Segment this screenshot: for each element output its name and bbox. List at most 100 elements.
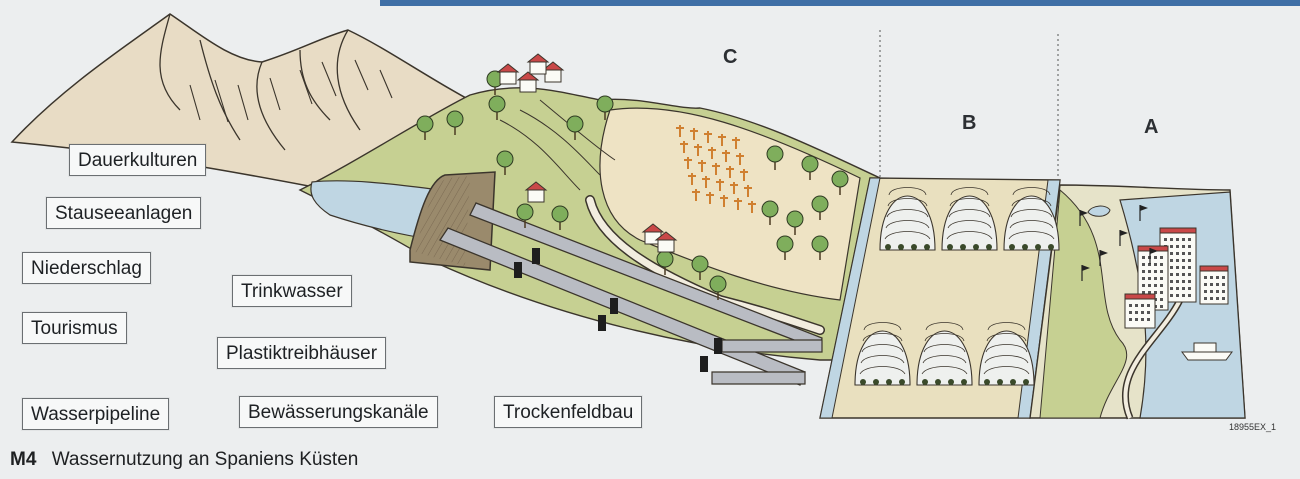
greenhouse-rib bbox=[863, 322, 902, 331]
term-card-niederschlag[interactable]: Niederschlag bbox=[22, 252, 151, 284]
window bbox=[1182, 238, 1185, 241]
term-card-wasserpipeline[interactable]: Wasserpipeline bbox=[22, 398, 170, 430]
plant bbox=[961, 379, 967, 385]
term-card-stauseeanlagen[interactable]: Stauseeanlagen bbox=[46, 197, 202, 229]
vine bbox=[702, 176, 710, 188]
greenhouse-rib bbox=[1008, 231, 1055, 240]
window bbox=[1188, 280, 1191, 283]
vine bbox=[730, 182, 738, 194]
greenhouse bbox=[941, 195, 998, 251]
window bbox=[1170, 294, 1173, 297]
window bbox=[1154, 256, 1157, 259]
greenhouse bbox=[854, 330, 911, 386]
window bbox=[1170, 287, 1173, 290]
vine bbox=[704, 131, 712, 143]
window bbox=[1142, 256, 1145, 259]
house-roof bbox=[641, 223, 665, 233]
plant bbox=[873, 379, 879, 385]
tree bbox=[416, 115, 434, 133]
tree bbox=[801, 155, 819, 173]
top-edge-strip bbox=[380, 0, 1300, 6]
window bbox=[1170, 238, 1173, 241]
house-roof bbox=[654, 231, 678, 241]
house-roof bbox=[516, 71, 540, 81]
term-card-trockenfeldbau[interactable]: Trockenfeldbau bbox=[494, 396, 643, 428]
window bbox=[1148, 270, 1151, 273]
plant bbox=[935, 379, 941, 385]
window bbox=[1141, 311, 1144, 314]
window bbox=[1204, 297, 1207, 300]
window bbox=[1129, 304, 1132, 307]
tree bbox=[811, 235, 829, 253]
zone-label-c: C bbox=[723, 46, 738, 68]
window bbox=[1141, 318, 1144, 321]
tree bbox=[766, 145, 784, 163]
plant bbox=[885, 244, 891, 250]
zone-label-b: B bbox=[962, 112, 977, 134]
plant bbox=[1010, 379, 1016, 385]
golf-flag bbox=[1080, 210, 1088, 216]
window bbox=[1188, 273, 1191, 276]
house-roof bbox=[541, 61, 565, 71]
house bbox=[657, 239, 675, 253]
greenhouse-rib bbox=[859, 366, 906, 375]
tree bbox=[488, 95, 506, 113]
greenhouse bbox=[1003, 195, 1060, 251]
greenhouse-rib bbox=[986, 333, 1027, 342]
vine bbox=[718, 134, 726, 146]
vine bbox=[734, 198, 742, 210]
tree bbox=[566, 115, 584, 133]
greenhouse bbox=[916, 330, 973, 386]
window bbox=[1216, 290, 1219, 293]
tree bbox=[811, 195, 829, 213]
greenhouse-rib bbox=[860, 355, 905, 364]
window bbox=[1160, 284, 1163, 287]
greenhouse-rib bbox=[983, 366, 1030, 375]
window bbox=[1148, 291, 1151, 294]
greenhouse-rib bbox=[922, 355, 967, 364]
term-card-dauerkulturen[interactable]: Dauerkulturen bbox=[69, 144, 207, 176]
greenhouse bbox=[879, 195, 936, 251]
window bbox=[1188, 238, 1191, 241]
plant bbox=[898, 244, 904, 250]
window bbox=[1154, 270, 1157, 273]
tree bbox=[446, 110, 464, 128]
tree bbox=[709, 275, 727, 293]
greenhouse-rib bbox=[923, 344, 966, 353]
plant bbox=[922, 379, 928, 385]
greenhouse-rib bbox=[985, 344, 1028, 353]
window bbox=[1160, 270, 1163, 273]
window bbox=[1216, 297, 1219, 300]
golf-flag bbox=[1100, 250, 1108, 256]
greenhouse-rib bbox=[1012, 187, 1051, 196]
term-card-plastiktreibhaeuser[interactable]: Plastiktreibhäuser bbox=[217, 337, 387, 369]
plant bbox=[886, 379, 892, 385]
vine bbox=[748, 201, 756, 213]
vine bbox=[716, 179, 724, 191]
term-card-bewaesserungskanaele[interactable]: Bewässerungskanäle bbox=[239, 396, 438, 428]
vine bbox=[680, 141, 688, 153]
tree bbox=[656, 250, 674, 268]
tree bbox=[496, 150, 514, 168]
greenhouse-rib bbox=[1010, 209, 1053, 218]
tree bbox=[786, 210, 804, 228]
figure-title: Wassernutzung an Spaniens Küsten bbox=[51, 449, 359, 470]
window bbox=[1210, 290, 1213, 293]
window bbox=[1154, 263, 1157, 266]
plant bbox=[1009, 244, 1015, 250]
window bbox=[1210, 276, 1213, 279]
greenhouse-rib bbox=[1009, 220, 1054, 229]
vine bbox=[722, 150, 730, 162]
term-card-trinkwasser[interactable]: Trinkwasser bbox=[232, 275, 352, 307]
window bbox=[1160, 305, 1163, 308]
window bbox=[1142, 270, 1145, 273]
window bbox=[1222, 290, 1225, 293]
window bbox=[1141, 304, 1144, 307]
window bbox=[1147, 311, 1150, 314]
greenhouse-rib bbox=[949, 198, 990, 207]
window bbox=[1154, 291, 1157, 294]
window bbox=[1182, 252, 1185, 255]
water-pipelines bbox=[439, 202, 823, 386]
term-card-tourismus[interactable]: Tourismus bbox=[22, 312, 127, 344]
